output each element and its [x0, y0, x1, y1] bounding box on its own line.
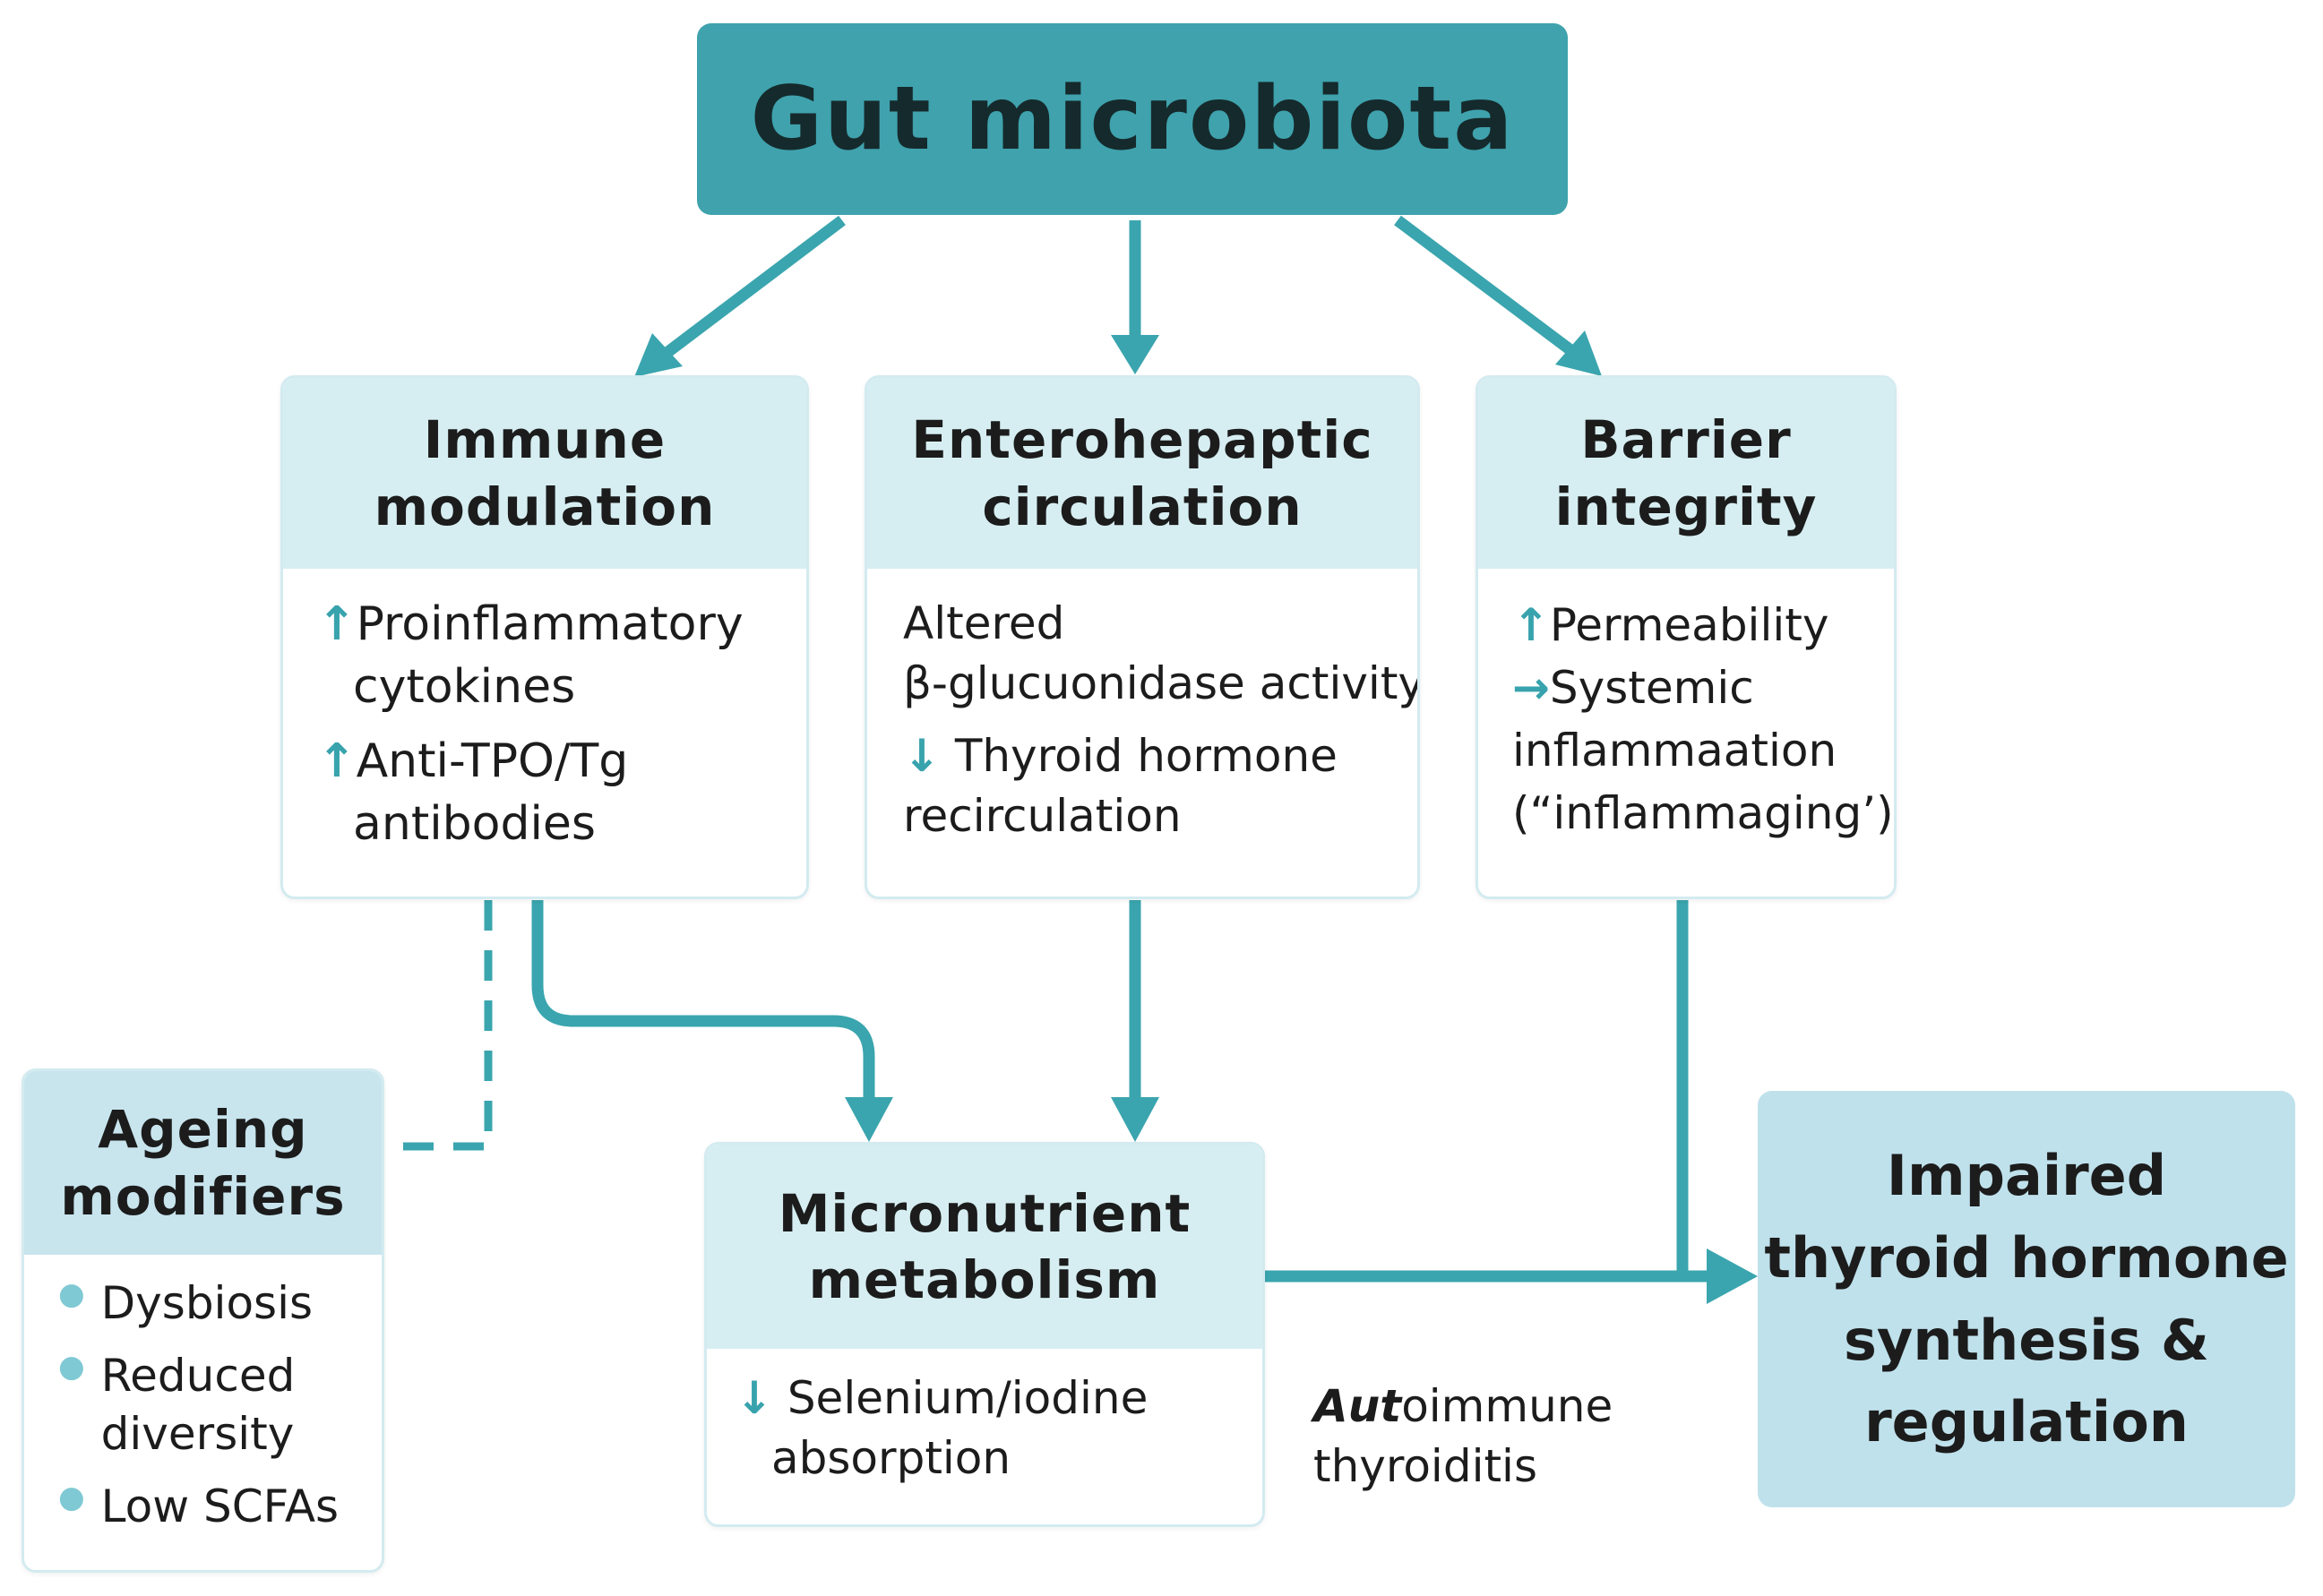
arrowhead-micronutrient-left [845, 1097, 893, 1142]
gut-microbiota-box: Gut microbiota [697, 23, 1568, 215]
effect-item: ↑Anti-TPO/Tg antibodies [317, 731, 779, 855]
immune-modulation-header: Immune modulation [283, 378, 806, 569]
micronutrient-title-line: metabolism [808, 1249, 1161, 1310]
barrier-integrity-card: Barrier integrity ↑Permeability →Systemi… [1476, 375, 1897, 899]
micronutrient-title-line: Micronutrient [778, 1182, 1192, 1244]
outcome-title-line: synthesis & [1844, 1307, 2209, 1373]
note-text: oimmune [1401, 1380, 1613, 1432]
effect-text: Thyroid hormone [954, 730, 1338, 782]
up-arrow-icon: ↑ [317, 734, 357, 789]
enterohepatic-title-line: circulation [982, 476, 1303, 537]
effect-text: Permeability [1549, 599, 1829, 651]
barrier-title-line: Barrier [1580, 409, 1792, 471]
arrowhead-immune [634, 333, 683, 377]
down-arrow-icon: ↓ [903, 730, 941, 782]
effect-text: inflammaation [1512, 725, 1837, 777]
effect-text: Altered [903, 597, 1065, 649]
bullet-dot-icon: ● [58, 1276, 85, 1312]
enterohepatic-title-line: Enterohepaptic [911, 409, 1373, 471]
list-item: ● Low SCFAs [58, 1478, 373, 1536]
arrowhead-enterohepatic [1111, 335, 1159, 374]
list-item-text: Dysbiosis [100, 1277, 314, 1329]
effect-item: ↑Proinflammatory cytokines [317, 594, 779, 718]
enterohepatic-circulation-body: Altered β-glucuonidase activity ↓ Thyroi… [867, 569, 1417, 864]
immune-modulation-title-line: modulation [374, 476, 716, 537]
ageing-title-line: modifiers [60, 1165, 346, 1227]
list-item-text: Low SCFAs [100, 1480, 340, 1532]
list-item: ● Dysbiosis [58, 1274, 373, 1333]
effect-text: cytokines [353, 659, 576, 714]
ageing-modifiers-card: Ageing modifiers ● Dysbiosis ● Reduced d… [22, 1068, 384, 1573]
note-emphasis: Aut [1313, 1380, 1402, 1432]
effect-item: Altered β-glucuonidase activity [903, 594, 1417, 714]
effect-text: Systemic [1549, 662, 1754, 714]
arrow-to-immune [655, 215, 846, 365]
barrier-integrity-body: ↑Permeability →Systemic inflammaation (“… [1478, 569, 1894, 862]
arrowhead-outcome [1707, 1248, 1758, 1304]
arrowhead-barrier [1555, 330, 1602, 376]
list-item: ● Reduced diversity [58, 1347, 373, 1463]
enterohepatic-circulation-card: Enterohepaptic circulation Altered β-glu… [865, 375, 1420, 899]
micronutrient-metabolism-card: Micronutrient metabolism ↓ Selenium/iodi… [704, 1142, 1265, 1527]
effect-item: →Systemic inflammaation (“inflammaging’) [1512, 656, 1894, 845]
effect-text: Proinflammatory [356, 597, 744, 651]
ageing-modifiers-list: ● Dysbiosis ● Reduced diversity ● Low SC… [24, 1255, 382, 1545]
arrow-to-barrier [1394, 215, 1580, 360]
dashed-ageing-link [392, 900, 493, 1151]
effect-text: recirculation [903, 790, 1182, 842]
micronutrient-metabolism-header: Micronutrient metabolism [707, 1145, 1262, 1349]
effect-text: (“inflammaging’) [1512, 787, 1894, 839]
effect-text: Selenium/iodine [787, 1372, 1149, 1424]
ageing-modifiers-header: Ageing modifiers [24, 1071, 382, 1255]
immune-modulation-card: Immune modulation ↑Proinflammatory cytok… [280, 375, 809, 899]
effect-text: Anti-TPO/Tg [356, 734, 629, 789]
barrier-integrity-header: Barrier integrity [1478, 378, 1894, 569]
note-text: thyroiditis [1313, 1440, 1537, 1492]
down-arrow-icon: ↓ [736, 1372, 773, 1424]
outcome-title-line: Impaired [1886, 1143, 2167, 1208]
up-arrow-icon: ↑ [1512, 599, 1550, 651]
right-arrow-icon: → [1512, 662, 1550, 714]
list-item-text: Reduced diversity [100, 1350, 296, 1460]
immune-modulation-body: ↑Proinflammatory cytokines ↑Anti-TPO/Tg … [283, 569, 806, 874]
effect-text: antibodies [353, 797, 597, 852]
effect-text: β-glucuonidase activity [903, 657, 1420, 709]
autoimmune-thyroiditis-note: Autoimmune thyroiditis [1313, 1377, 1613, 1497]
enterohepatic-circulation-header: Enterohepaptic circulation [867, 378, 1417, 569]
effect-item: ↑Permeability [1512, 594, 1887, 656]
impaired-thyroid-outcome-box: Impaired thyroid hormone synthesis & reg… [1758, 1091, 2295, 1507]
outcome-title-line: thyroid hormone [1764, 1224, 2289, 1291]
effect-item: ↓ Thyroid hormone recirculation [903, 726, 1408, 846]
outcome-title-line: regulation [1864, 1389, 2189, 1455]
up-arrow-icon: ↑ [317, 597, 357, 651]
immune-modulation-title-line: Immune [423, 409, 667, 471]
arrowhead-micronutrient-center [1111, 1097, 1159, 1142]
effect-text: absorption [771, 1432, 1011, 1484]
gut-microbiota-title: Gut microbiota [750, 68, 1515, 170]
ageing-title-line: Ageing [98, 1099, 308, 1161]
micronutrient-metabolism-body: ↓ Selenium/iodine absorption [707, 1349, 1262, 1497]
arrow-immune-to-micronutrient [531, 900, 875, 1097]
barrier-title-line: integrity [1554, 476, 1818, 537]
bullet-dot-icon: ● [58, 1349, 85, 1385]
bullet-dot-icon: ● [58, 1480, 85, 1515]
